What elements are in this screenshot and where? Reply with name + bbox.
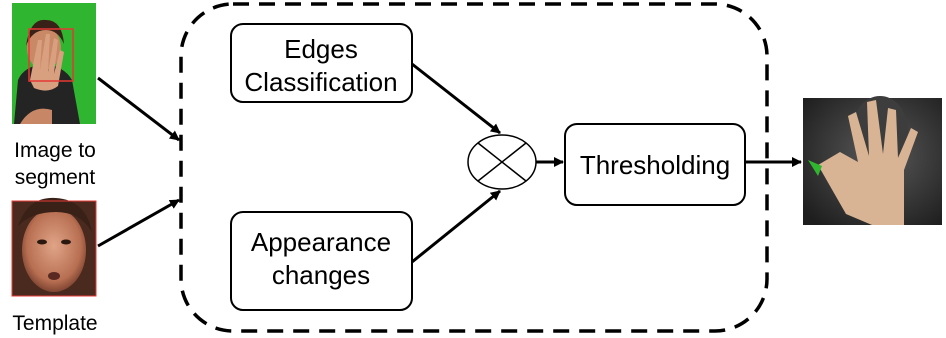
face-detection-box: [28, 28, 74, 82]
multiply-combiner-node: [467, 134, 537, 190]
template-label: Template: [12, 312, 97, 335]
process-container: [179, 2, 769, 333]
edges-classification-box: [230, 23, 413, 103]
image-to-segment-label-line1: Image to: [14, 139, 96, 162]
edges-label-line1: Edges: [284, 34, 358, 64]
arrow-template-to-process: [97, 198, 180, 248]
appearance-label-line1: Appearance: [251, 227, 391, 257]
image-to-segment-label-line2: segment: [15, 166, 96, 189]
appearance-label-line2: changes: [272, 260, 370, 290]
output-segmented-image: [803, 96, 942, 225]
input-image-thumbnail: [12, 3, 96, 124]
thresholding-box: [564, 123, 746, 206]
arrow-edges-to-combiner: [411, 62, 501, 135]
arrow-image-to-process: [97, 76, 180, 142]
template-face-thumbnail: [11, 197, 97, 297]
arrow-appearance-to-combiner: [411, 189, 501, 264]
thresholding-label: Thresholding: [580, 150, 730, 180]
edges-label-line2: Classification: [244, 67, 397, 97]
